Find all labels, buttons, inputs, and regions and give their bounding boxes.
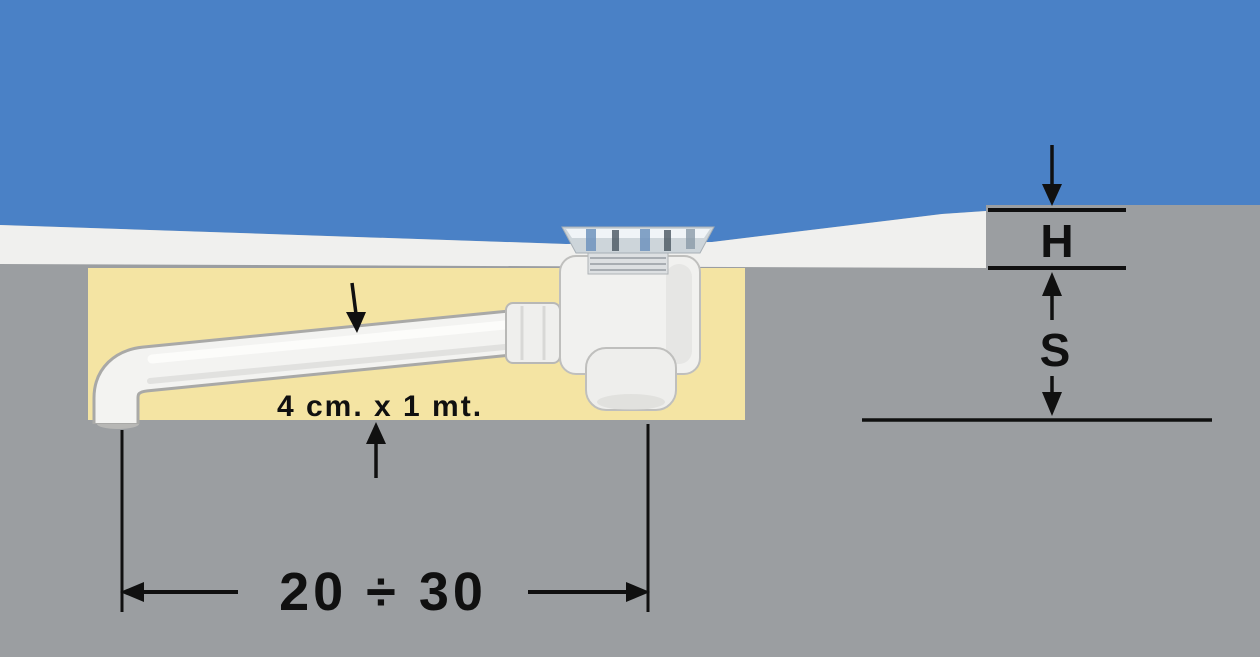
grate-slot — [612, 230, 619, 251]
pipe-size-label: 4 cm. x 1 mt. — [277, 390, 483, 423]
recess-width-arrow-right-head — [626, 582, 650, 602]
grate-reflection — [686, 229, 695, 249]
pipe-highlight — [147, 320, 510, 364]
grate-reflection — [586, 229, 596, 251]
drain-pipe — [92, 309, 513, 429]
pipe-bottom-arrow — [366, 422, 386, 478]
pipe-shadow — [147, 344, 508, 384]
coupling-nut — [505, 302, 561, 364]
slab-top-arrow — [1042, 272, 1062, 320]
depth-label: S — [1040, 324, 1071, 376]
tray-height-dimension: H — [988, 145, 1126, 270]
siphon-cup-shade — [597, 394, 665, 410]
drain-grate-highlight — [566, 229, 710, 238]
siphon-body-shade — [666, 264, 692, 364]
pipe-body — [95, 312, 513, 423]
recess-width-dimension: 20 ÷ 30 — [120, 424, 650, 622]
water-area — [0, 0, 1260, 244]
pipe-top-arrow — [346, 282, 366, 333]
grate-reflection — [640, 229, 650, 251]
shower-tray — [0, 211, 986, 268]
tray-height-arrow — [1042, 145, 1062, 206]
slab-depth-dimension: S — [862, 272, 1212, 422]
siphon-trap — [505, 226, 715, 411]
recess-width-label: 20 ÷ 30 — [279, 562, 487, 622]
height-label: H — [1040, 215, 1073, 267]
grate-slot — [664, 230, 671, 251]
slab-bottom-arrow — [1042, 376, 1062, 416]
recess-width-arrow-left-head — [120, 582, 144, 602]
